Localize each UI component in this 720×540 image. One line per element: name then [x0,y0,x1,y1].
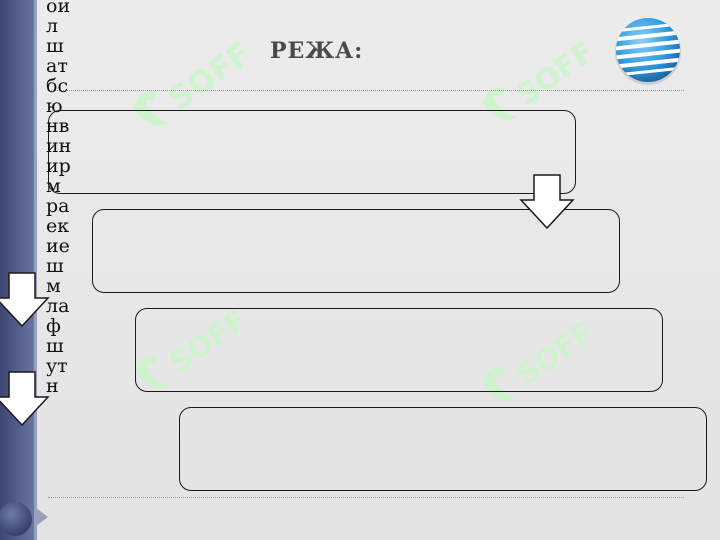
left-bar-edge [34,0,37,540]
watermark-text: SOFF [163,36,258,118]
flow-box-2 [92,209,620,293]
watermark-mid-right: SOFF [483,315,600,401]
globe-logo-icon [615,18,681,85]
down-arrow-icon [0,371,50,427]
watermark-top-left: SOFF [133,36,258,126]
flow-box-4 [179,407,707,491]
slide-title: РЕЖА: [270,38,364,64]
watermark-mid-left: SOFF [135,303,253,389]
down-arrow-icon [519,174,575,230]
vertical-text-column: оилшатбсюнвинирмраекиешмлафшутн [46,0,72,397]
play-triangle-icon[interactable] [36,508,48,526]
left-side-bar [0,0,34,540]
watermark-text: SOFF [510,35,600,112]
divider-top [48,90,684,91]
divider-bottom [48,497,684,498]
watermark-top-right: SOFF [483,35,600,121]
nav-circle-button[interactable] [0,502,32,536]
flow-box-1 [48,110,576,194]
down-arrow-icon [0,272,50,328]
flow-box-3 [135,308,663,392]
